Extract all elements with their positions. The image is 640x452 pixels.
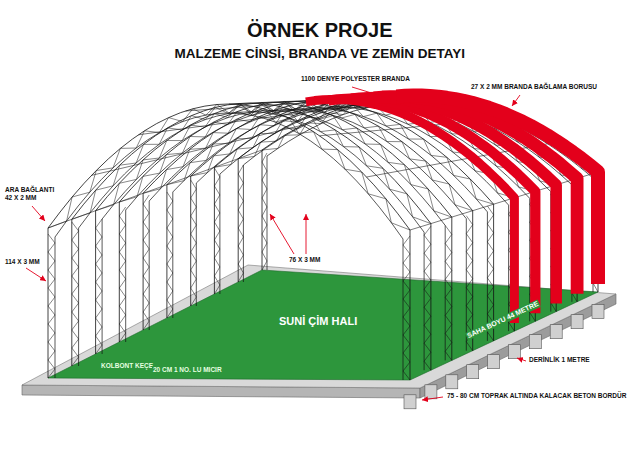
purlin — [238, 150, 262, 159]
truss-frames — [48, 96, 598, 380]
leader-line — [352, 87, 391, 99]
column-lattice — [214, 168, 220, 294]
title: ÖRNEK PROJE — [246, 18, 394, 42]
column-lattice — [167, 192, 173, 318]
concrete-footing — [529, 335, 541, 349]
material-label: KOLBONT KEÇE — [100, 362, 154, 370]
leader-line — [517, 358, 526, 361]
field-label: SUNİ ÇİM HALI — [278, 315, 358, 328]
column-lattice — [143, 195, 149, 330]
truss-chord — [102, 111, 445, 361]
truss-chord — [126, 109, 467, 350]
dimension-label: 76 X 3 MM — [288, 256, 321, 264]
subtitle: MALZEME CİNSİ, BRANDA VE ZEMİN DETAYI — [174, 46, 467, 62]
concrete-footing — [550, 325, 562, 339]
concrete-footing — [592, 305, 604, 319]
truss-chord — [48, 104, 410, 380]
dimension-label: ARA BAĞLANTI 42 X 2 MM — [4, 186, 60, 202]
tarpaulin-strip — [396, 96, 598, 284]
dimension-label: 114 X 3 MM — [4, 258, 41, 266]
leader-line — [512, 95, 520, 106]
column-lattice — [96, 219, 103, 354]
truss-chord — [149, 108, 487, 341]
slab-top — [22, 265, 616, 388]
leader-line — [270, 214, 294, 254]
truss-lattice — [48, 105, 410, 231]
column-lattice — [238, 165, 243, 282]
concrete-footing — [404, 395, 416, 409]
concrete-footing — [508, 345, 520, 359]
concrete-footing — [467, 365, 479, 379]
leader-line — [422, 397, 443, 400]
ground-group — [22, 265, 616, 409]
column-lattice — [262, 153, 267, 270]
material-label: 20 CM 1 NO. LU MICIR — [152, 366, 223, 374]
column-lattice — [119, 207, 125, 342]
concrete-footing — [425, 385, 437, 399]
concrete-footing — [446, 375, 458, 389]
truss-lattice — [72, 104, 431, 224]
column-lattice — [403, 236, 410, 380]
concrete-footing — [571, 315, 583, 329]
truss-chord — [79, 112, 425, 370]
tarpaulin-strips — [306, 96, 598, 324]
leader-line — [26, 268, 46, 281]
truss-chord — [55, 113, 403, 380]
foundation-label: 75 - 80 CM TOPRAK ALTINDA KALACAK BETON … — [446, 392, 627, 400]
purlin — [191, 167, 215, 176]
leader-line — [306, 214, 307, 254]
column-lattice — [445, 225, 452, 360]
concrete-footing — [488, 355, 500, 369]
depth-label: DERİNLİK 1 METRE — [528, 356, 591, 364]
material-label: 1100 DENYE POLYESTER BRANDA — [300, 75, 411, 83]
column-lattice — [48, 234, 55, 378]
truss-chord — [96, 102, 452, 360]
column-lattice — [424, 226, 431, 370]
leader-line — [32, 206, 45, 221]
truss-chord — [72, 103, 431, 370]
column-lattice — [72, 222, 79, 366]
tarpaulin-strip — [374, 97, 577, 294]
column-lattice — [191, 180, 197, 306]
leader-lines — [26, 87, 526, 400]
material-label: 27 X 2 MM BRANDA BAĞLAMA BORUSU — [470, 83, 598, 91]
